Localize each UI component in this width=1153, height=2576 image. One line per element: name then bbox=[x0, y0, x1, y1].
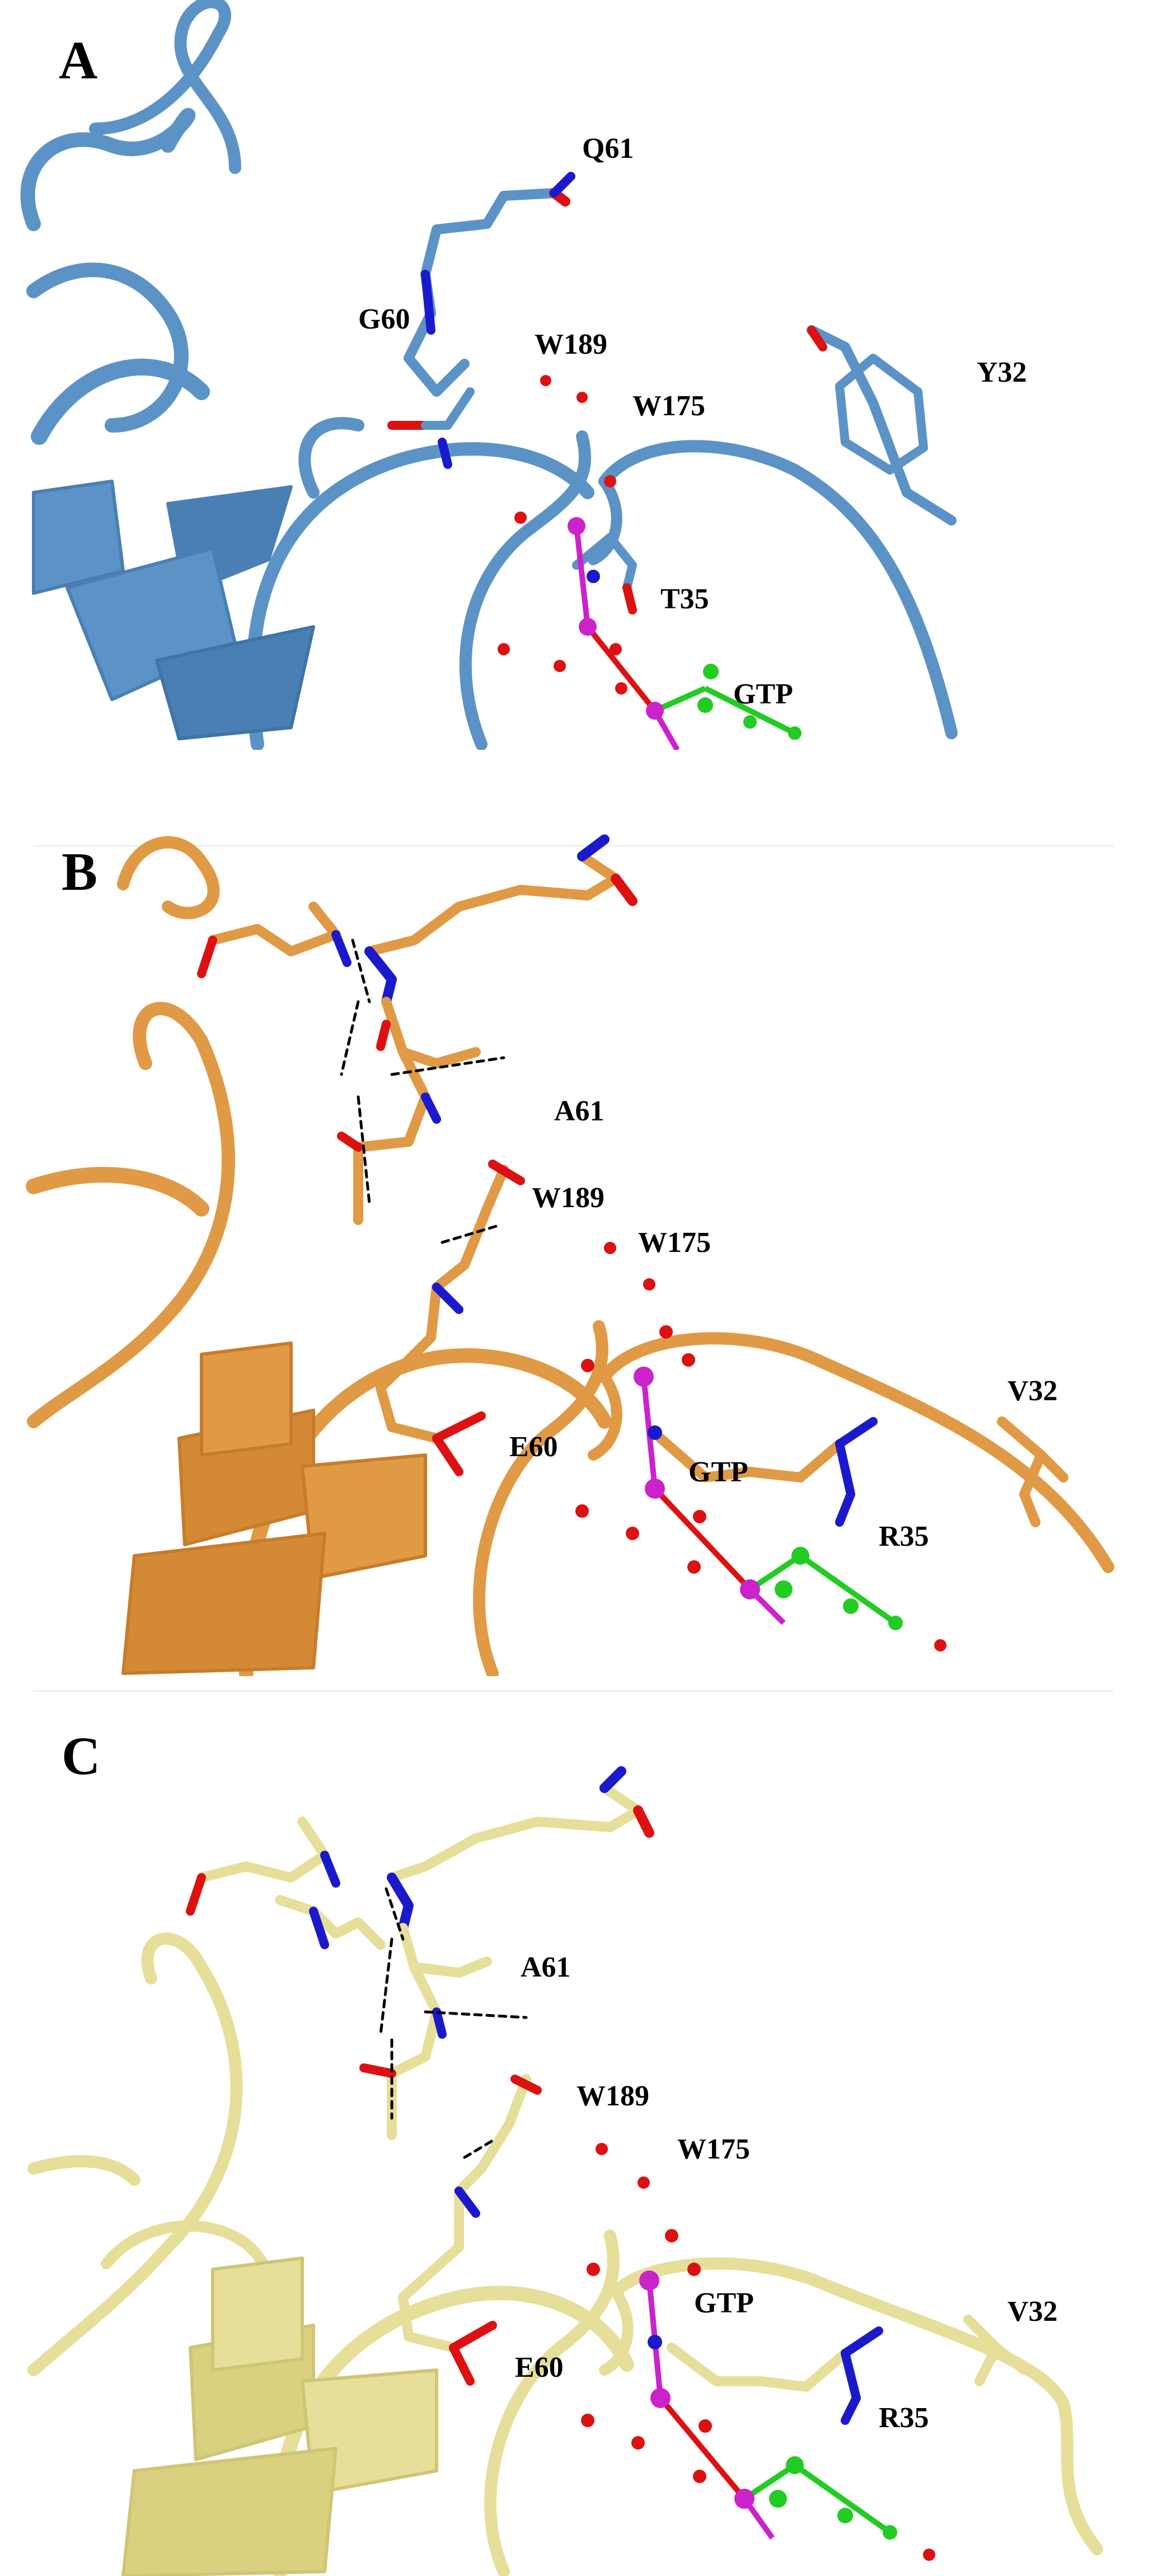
residue-label-r35: R35 bbox=[879, 1521, 929, 1552]
panel-c-structure bbox=[27, 1766, 1103, 2576]
residue-label-y32: Y32 bbox=[977, 356, 1027, 388]
residue-label-v32: V32 bbox=[1007, 1375, 1058, 1407]
water-label-w175: W175 bbox=[638, 1227, 711, 1259]
panel-divider bbox=[34, 1690, 1114, 1692]
panel-letter: A bbox=[59, 30, 98, 90]
residue-label-e60: E60 bbox=[515, 2352, 564, 2383]
residue-label-v32: V32 bbox=[1007, 2296, 1058, 2328]
residue-label-r35: R35 bbox=[879, 2402, 929, 2434]
residue-label-q61: Q61 bbox=[582, 133, 634, 165]
ligand-label-gtp: GTP bbox=[694, 2287, 754, 2319]
panel-a: A Q61 G60 W189 W175 Y32 T35 GTP bbox=[0, 0, 1153, 750]
water-label-w189: W189 bbox=[535, 329, 607, 360]
water-label-w175: W175 bbox=[632, 390, 705, 422]
panel-letter: B bbox=[62, 842, 98, 902]
panel-b: B A61 W189 W175 V32 E60 GTP R35 bbox=[0, 750, 1153, 1676]
panel-a-structure bbox=[20, 0, 958, 750]
water-label-w189: W189 bbox=[532, 1182, 604, 1214]
residue-label-g60: G60 bbox=[358, 303, 410, 335]
water-label-w189: W189 bbox=[576, 2080, 649, 2112]
panel-b-structure bbox=[26, 834, 1114, 1676]
residue-label-a61: A61 bbox=[554, 1095, 604, 1127]
ligand-label-gtp: GTP bbox=[688, 1456, 748, 1488]
residue-label-e60: E60 bbox=[509, 1431, 558, 1463]
residue-label-a61: A61 bbox=[521, 1951, 571, 1983]
panel-divider bbox=[34, 845, 1114, 847]
ligand-label-gtp: GTP bbox=[733, 678, 793, 710]
water-label-w175: W175 bbox=[677, 2133, 750, 2165]
panel-c: C A61 W189 W175 V32 E60 GTP R35 bbox=[0, 1676, 1153, 2576]
residue-label-t35: T35 bbox=[660, 583, 709, 615]
panel-letter: C bbox=[62, 1726, 101, 1786]
